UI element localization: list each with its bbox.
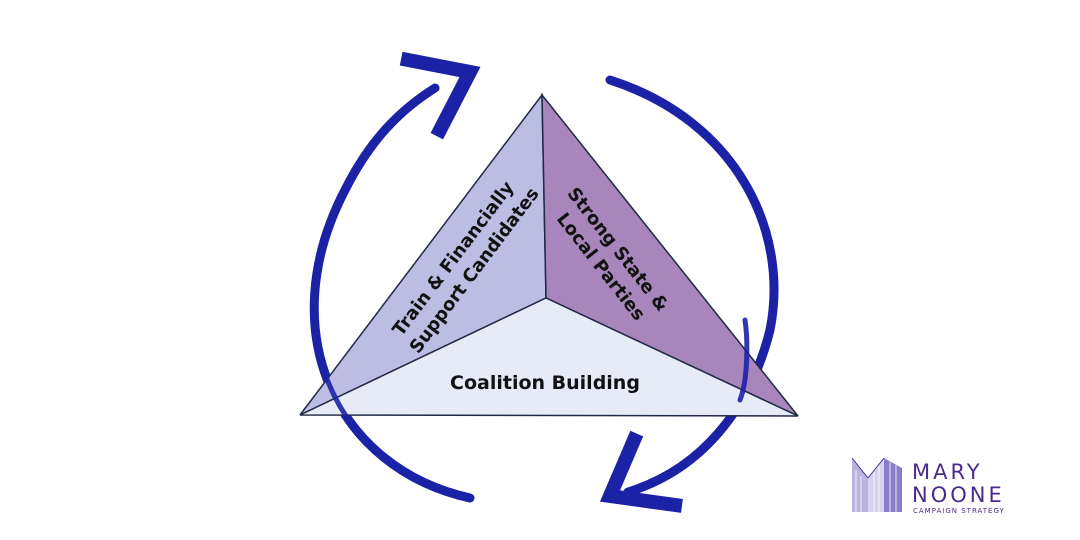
right-arc-front xyxy=(737,317,750,403)
logo-tagline: CAMPAIGN STRATEGY xyxy=(913,507,1005,515)
bottom-arrowhead-icon xyxy=(599,430,683,513)
logo-mark-icon xyxy=(851,457,902,512)
logo-name-line1: MARY xyxy=(912,460,983,484)
top-arrowhead-icon xyxy=(399,51,481,140)
logo-name-line2: NOONE xyxy=(912,483,1005,507)
right-cycle-arc xyxy=(605,75,779,497)
bottom-face xyxy=(299,297,799,417)
bottom-face-label: Coalition Building xyxy=(450,372,640,394)
logo: MARY NOONE CAMPAIGN STRATEGY xyxy=(851,457,1005,515)
left-arc-front xyxy=(311,187,473,501)
